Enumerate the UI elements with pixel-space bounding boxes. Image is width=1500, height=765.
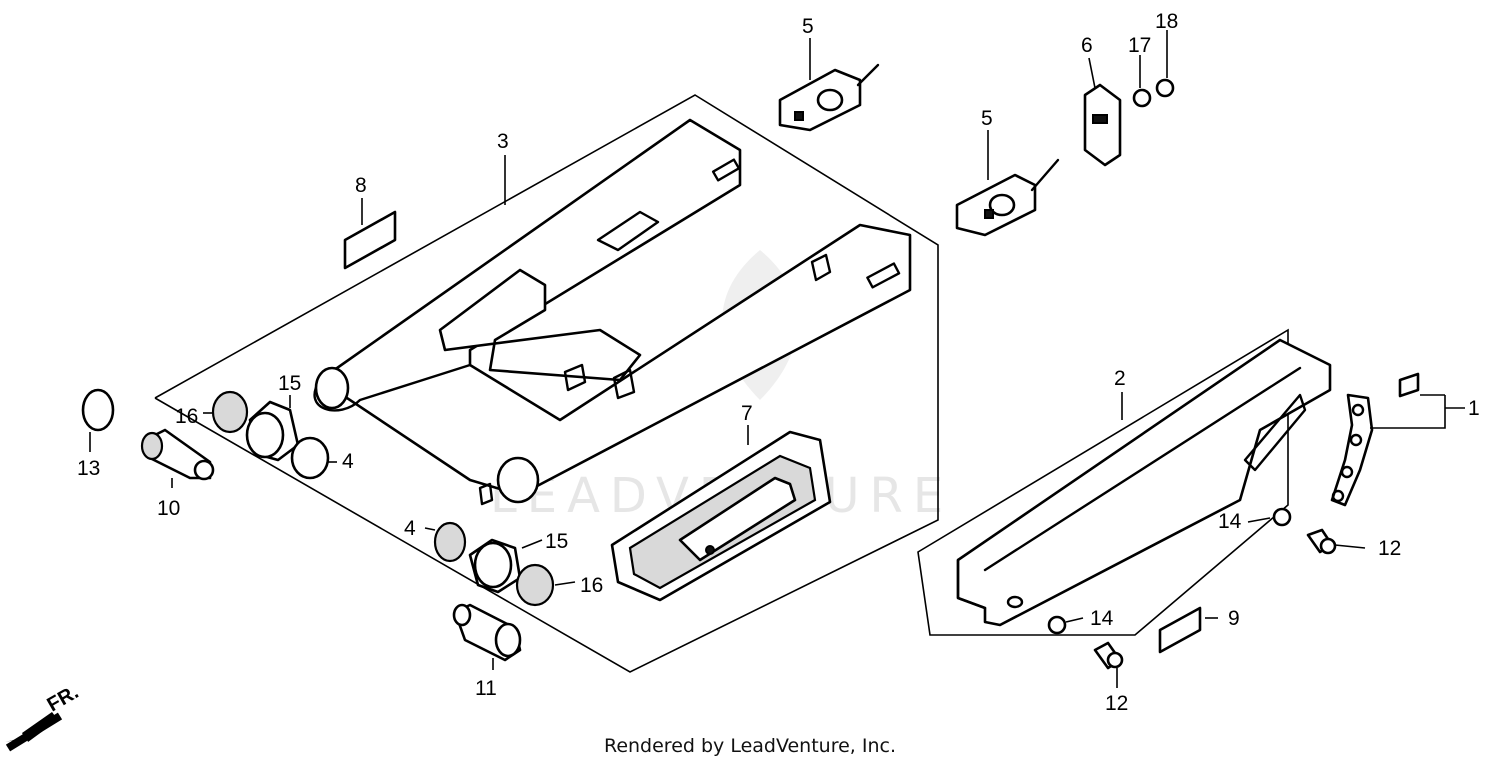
callout-1: 1 — [1468, 397, 1480, 420]
callout-6: 6 — [1081, 34, 1093, 57]
footer-credit: Rendered by LeadVenture, Inc. — [603, 735, 897, 757]
callout-5-bottom: 5 — [981, 107, 993, 130]
chaincase-group-frame — [917, 328, 1289, 636]
callout-5-top: 5 — [802, 15, 814, 38]
dust-seal-16-lower[interactable] — [515, 563, 555, 607]
drive-chain[interactable] — [1330, 393, 1374, 507]
callout-15-lower: 15 — [545, 530, 568, 553]
callout-16-lower: 16 — [580, 574, 603, 597]
dust-seal-16-upper[interactable] — [211, 390, 249, 434]
swingarm-label[interactable] — [343, 210, 397, 270]
front-label: FR. — [44, 681, 83, 716]
callout-18: 18 — [1155, 10, 1178, 33]
callout-14-upper: 14 — [1218, 510, 1242, 533]
callout-8: 8 — [355, 174, 367, 197]
callout-4-upper: 4 — [342, 450, 354, 473]
front-direction-indicator: FR. — [5, 681, 83, 752]
swingarm[interactable] — [313, 118, 912, 506]
callout-12-right: 12 — [1378, 537, 1401, 560]
front-arrow-icon — [5, 712, 58, 742]
chain-slider[interactable] — [610, 430, 832, 602]
chaincase-label[interactable] — [1158, 606, 1202, 654]
callout-12-bottom: 12 — [1105, 692, 1128, 715]
callout-14-lower: 14 — [1090, 607, 1114, 630]
needle-bearing-15-upper[interactable] — [245, 400, 300, 462]
rubber-pad[interactable] — [1083, 83, 1122, 167]
chain-adjuster-bottom[interactable] — [955, 158, 1060, 237]
bolt-12-right[interactable] — [1306, 528, 1337, 555]
callout-16-upper: 16 — [175, 405, 198, 428]
leader-lines — [89, 30, 1465, 688]
nut-18[interactable] — [1155, 78, 1175, 98]
callout-13: 13 — [77, 457, 100, 480]
callout-15-upper: 15 — [278, 372, 301, 395]
callout-4-lower: 4 — [404, 517, 416, 540]
pivot-collar-11[interactable] — [452, 603, 522, 662]
washer-14-upper[interactable] — [1272, 507, 1292, 527]
needle-bearing-15-lower[interactable] — [468, 538, 522, 594]
washer-14-lower[interactable] — [1047, 615, 1067, 635]
callout-7: 7 — [741, 402, 753, 425]
callout-3: 3 — [497, 130, 509, 153]
callout-9: 9 — [1228, 607, 1240, 630]
callout-10: 10 — [157, 497, 180, 520]
swingarm-group-frame — [154, 94, 939, 673]
nut-13[interactable] — [81, 388, 115, 432]
nut-17[interactable] — [1132, 88, 1152, 108]
dust-seal-4-lower[interactable] — [433, 521, 467, 563]
callout-11: 11 — [475, 677, 497, 700]
bolt-12-bottom[interactable] — [1093, 641, 1124, 670]
drive-chain-label[interactable] — [1398, 372, 1420, 398]
callout-17: 17 — [1128, 34, 1151, 57]
drive-chain-case[interactable] — [956, 338, 1332, 627]
dust-seal-4-upper[interactable] — [290, 436, 330, 480]
chain-adjuster-top[interactable] — [778, 63, 880, 132]
pivot-bolt-10[interactable] — [140, 428, 215, 481]
callout-2: 2 — [1114, 367, 1126, 390]
